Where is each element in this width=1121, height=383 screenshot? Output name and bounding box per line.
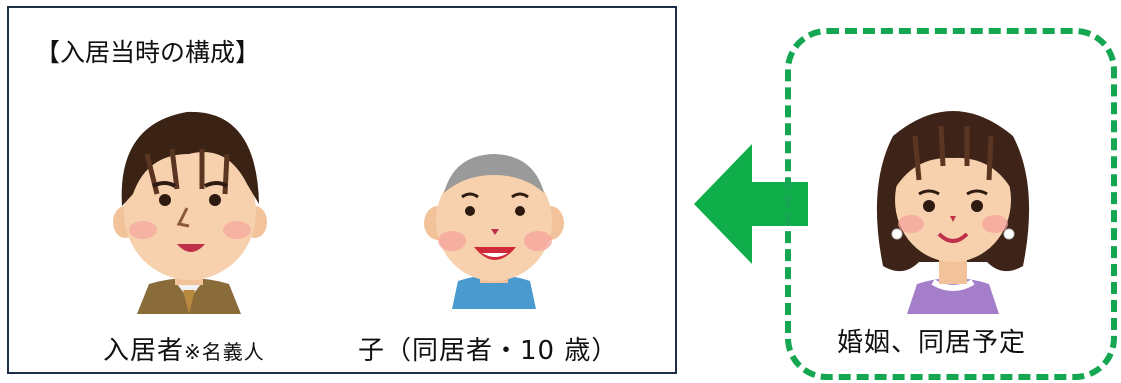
left-arrow-icon <box>694 144 812 268</box>
panel-title: 【入居当時の構成】 <box>35 38 261 67</box>
future-member-panel: 婚姻、同居予定 <box>785 28 1117 380</box>
caption-woman: 婚姻、同居予定 <box>837 328 1027 358</box>
child-icon <box>414 149 574 309</box>
caption-adult-man: 入居者※名義人 <box>103 330 265 367</box>
adult-man-icon <box>107 94 272 314</box>
woman-icon <box>863 96 1043 314</box>
caption-adult-main: 入居者 <box>103 336 185 366</box>
caption-adult-note: ※名義人 <box>184 340 265 364</box>
caption-child: 子（同居者・10 歳） <box>358 336 619 366</box>
household-panel: 【入居当時の構成】 <box>7 6 677 374</box>
